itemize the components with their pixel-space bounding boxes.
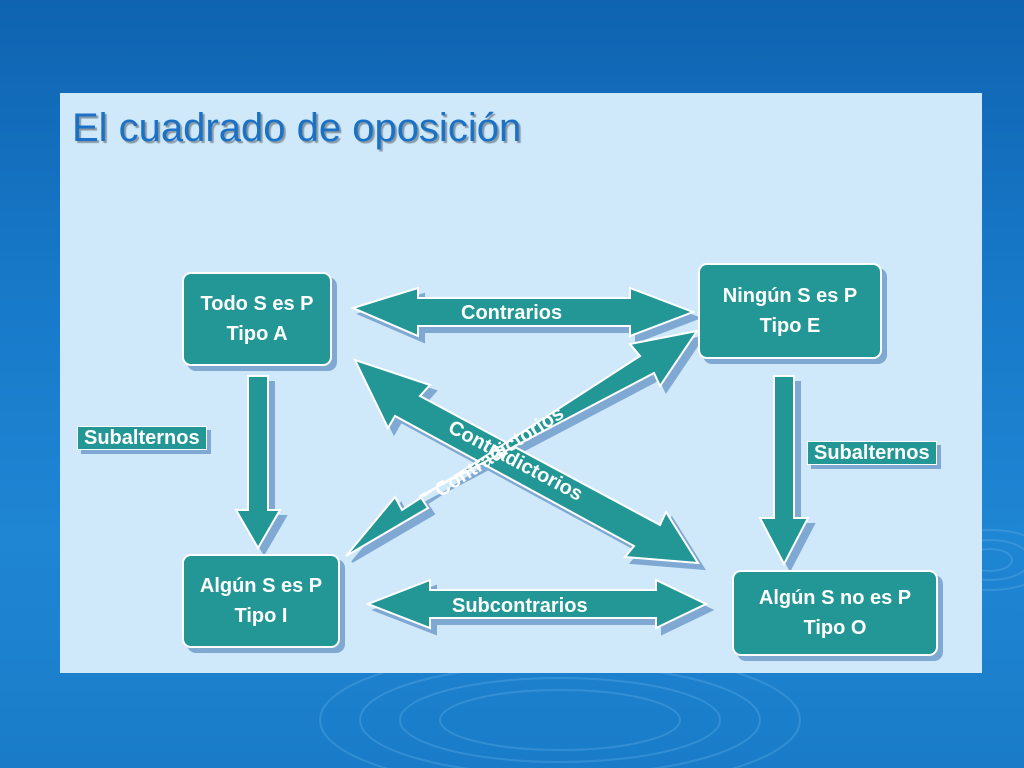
subalternos-left-arrow bbox=[234, 375, 282, 550]
label-subalternos-left: Subalternos bbox=[77, 426, 207, 450]
box-tipo-i-line1: Algún S es P bbox=[199, 575, 323, 597]
box-tipo-a-line1: Todo S es P bbox=[200, 293, 314, 315]
contradictorios-a-o-arrow bbox=[353, 358, 700, 565]
box-tipo-e-line2: Tipo E bbox=[759, 315, 821, 337]
box-tipo-i: Algún S es P Tipo I bbox=[182, 554, 340, 648]
label-contrarios: Contrarios bbox=[461, 302, 563, 324]
subalternos-right-arrow bbox=[758, 375, 810, 567]
contrarios-arrow bbox=[350, 286, 696, 338]
contradictorios-e-i-arrow bbox=[345, 329, 700, 557]
box-tipo-o: Algún S no es P Tipo O bbox=[732, 570, 938, 656]
box-tipo-o-line2: Tipo O bbox=[803, 617, 867, 639]
page-title: El cuadrado de oposición bbox=[72, 106, 522, 150]
box-tipo-e-line1: Ningún S es P bbox=[722, 285, 858, 307]
label-subalternos-right: Subalternos bbox=[807, 441, 937, 465]
subcontrarios-arrow bbox=[365, 578, 709, 630]
box-tipo-o-line1: Algún S no es P bbox=[758, 587, 912, 609]
box-tipo-a-line2: Tipo A bbox=[226, 323, 288, 345]
box-tipo-e: Ningún S es P Tipo E bbox=[698, 263, 882, 359]
box-tipo-a: Todo S es P Tipo A bbox=[182, 272, 332, 366]
label-subcontrarios: Subcontrarios bbox=[452, 595, 588, 617]
box-tipo-i-line2: Tipo I bbox=[234, 605, 288, 627]
